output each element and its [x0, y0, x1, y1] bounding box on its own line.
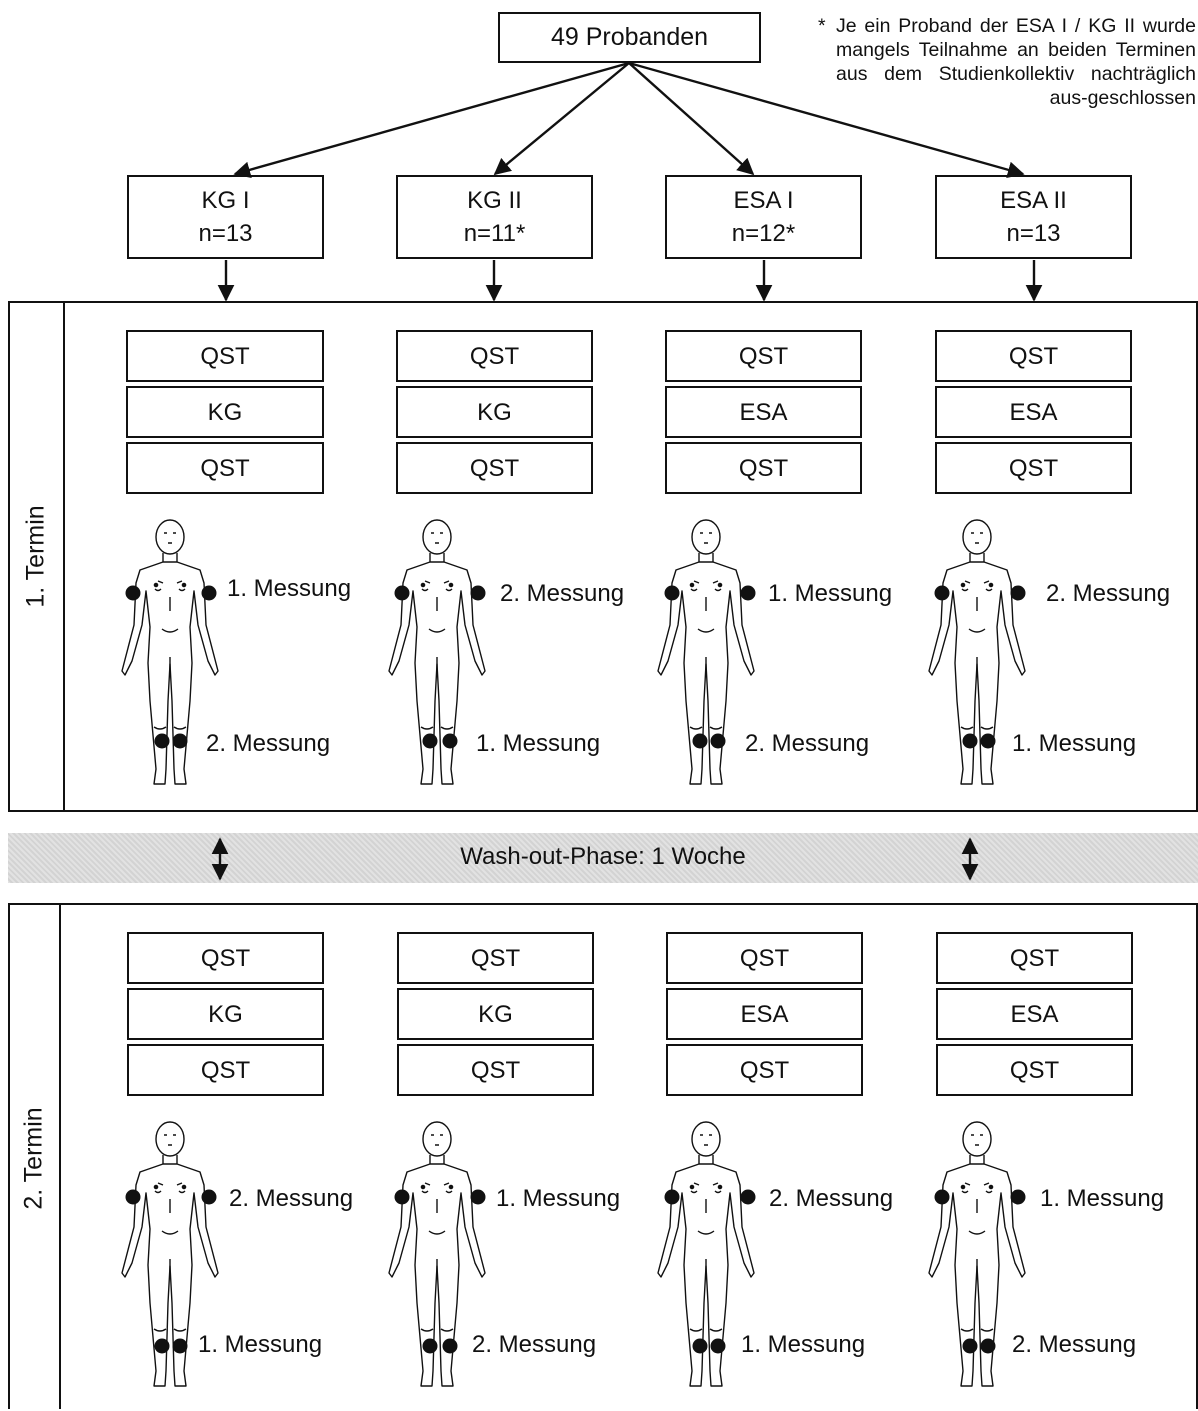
group-box-kg2: KG II n=11*	[396, 175, 593, 259]
t2-col4-step1: QST	[936, 932, 1133, 984]
t1-col3-step1: QST	[665, 330, 862, 382]
t1-col2-knee-label: 1. Messung	[476, 730, 601, 757]
t2-col2-step3: QST	[397, 1044, 594, 1096]
t2-col2-step2: KG	[397, 988, 594, 1040]
t2-col3-left-arm-point	[664, 1189, 680, 1205]
t1-col2-left-arm-point	[394, 585, 410, 601]
t1-col3-arm-label: 1. Messung	[768, 580, 893, 607]
t2-col1-arm-label: 2. Messung	[229, 1185, 354, 1212]
t1-col1-left-arm-point	[125, 585, 141, 601]
group-box-esa2: ESA II n=13	[935, 175, 1132, 259]
t1-col1-right-knee-point	[172, 733, 188, 749]
t1-col4-step1: QST	[935, 330, 1132, 382]
t1-col1-knee-label: 2. Messung	[206, 730, 331, 757]
t1-col1-step2: KG	[126, 386, 324, 438]
t1-col3-step3: QST	[665, 442, 862, 494]
t1-col1-body-figure	[121, 519, 219, 785]
t2-col2-right-arm-point	[470, 1189, 486, 1205]
group-name: KG II	[467, 187, 522, 214]
t2-col4-left-knee-point	[962, 1338, 978, 1354]
footnote-text: Je ein Proband der ESA I / KG II wurde m…	[836, 15, 1196, 109]
t1-col2-step2: KG	[396, 386, 593, 438]
t2-col4-right-knee-point	[980, 1338, 996, 1354]
group-box-kg1: KG I n=13	[127, 175, 324, 259]
t1-col2-step1: QST	[396, 330, 593, 382]
t2-col1-right-arm-point	[201, 1189, 217, 1205]
t1-col2-left-knee-point	[422, 733, 438, 749]
t2-col1-step3: QST	[127, 1044, 324, 1096]
t2-col2-knee-label: 2. Messung	[472, 1331, 597, 1358]
group-count: n=12*	[731, 220, 796, 247]
t1-col1-right-arm-point	[201, 585, 217, 601]
termin-2-panel: 2. Termin	[8, 903, 1198, 1409]
t1-col3-left-arm-point	[664, 585, 680, 601]
termin-divider	[59, 905, 61, 1409]
t2-col1-left-knee-point	[154, 1338, 170, 1354]
t1-col3-knee-label: 2. Messung	[745, 730, 870, 757]
t2-col1-right-knee-point	[172, 1338, 188, 1354]
group-count: n=13	[198, 220, 253, 247]
t2-col1-left-arm-point	[125, 1189, 141, 1205]
footnote-marker: *	[818, 15, 826, 37]
t1-col1-left-knee-point	[154, 733, 170, 749]
root-label: 49 Probanden	[550, 23, 709, 51]
t2-col4-left-arm-point	[934, 1189, 950, 1205]
t2-col4-right-arm-point	[1010, 1189, 1026, 1205]
t2-col4-arm-label: 1. Messung	[1040, 1185, 1165, 1212]
t2-col3-left-knee-point	[692, 1338, 708, 1354]
washout-label: Wash-out-Phase: 1 Woche	[460, 843, 746, 870]
t2-col1-step1: QST	[127, 932, 324, 984]
t2-col3-knee-label: 1. Messung	[741, 1331, 866, 1358]
t2-col3-step2: ESA	[666, 988, 863, 1040]
t2-col2-right-knee-point	[442, 1338, 458, 1354]
t2-col1-body-figure	[121, 1121, 219, 1387]
t2-col1-knee-label: 1. Messung	[198, 1331, 323, 1358]
t2-col4-step2: ESA	[936, 988, 1133, 1040]
t2-col2-left-knee-point	[422, 1338, 438, 1354]
group-name: ESA II	[1000, 187, 1067, 214]
group-box-esa1: ESA I n=12*	[665, 175, 862, 259]
t2-col4-step3: QST	[936, 1044, 1133, 1096]
t1-col3-left-knee-point	[692, 733, 708, 749]
t1-col4-left-knee-point	[962, 733, 978, 749]
t1-col4-arm-label: 2. Messung	[1046, 580, 1171, 607]
t2-col3-right-knee-point	[710, 1338, 726, 1354]
group-count: n=11*	[463, 220, 526, 247]
t2-col3-step1: QST	[666, 932, 863, 984]
t1-col3-right-arm-point	[740, 585, 756, 601]
t2-col2-step1: QST	[397, 932, 594, 984]
root-node: 49 Probanden	[498, 12, 761, 63]
t1-col2-right-knee-point	[442, 733, 458, 749]
t1-col4-left-arm-point	[934, 585, 950, 601]
t2-col3-arm-label: 2. Messung	[769, 1185, 894, 1212]
group-name: ESA I	[733, 187, 794, 214]
t1-col4-body-figure	[928, 519, 1026, 785]
washout-band: Wash-out-Phase: 1 Woche	[8, 833, 1198, 883]
t2-col3-step3: QST	[666, 1044, 863, 1096]
t1-col4-right-arm-point	[1010, 585, 1026, 601]
t1-col4-knee-label: 1. Messung	[1012, 730, 1137, 757]
t2-col4-knee-label: 2. Messung	[1012, 1331, 1137, 1358]
t1-col4-step2: ESA	[935, 386, 1132, 438]
t2-col1-step2: KG	[127, 988, 324, 1040]
t2-col3-right-arm-point	[740, 1189, 756, 1205]
t1-col2-body-figure	[388, 519, 486, 785]
t1-col3-right-knee-point	[710, 733, 726, 749]
t1-col2-step3: QST	[396, 442, 593, 494]
termin-divider	[63, 303, 65, 810]
t1-col1-arm-label: 1. Messung	[227, 575, 352, 602]
t2-col2-arm-label: 1. Messung	[496, 1185, 621, 1212]
t1-col4-step3: QST	[935, 442, 1132, 494]
t1-col2-arm-label: 2. Messung	[500, 580, 625, 607]
t1-col3-step2: ESA	[665, 386, 862, 438]
t1-col1-step1: QST	[126, 330, 324, 382]
t1-col2-right-arm-point	[470, 585, 486, 601]
group-name: KG I	[201, 187, 250, 214]
t2-col2-left-arm-point	[394, 1189, 410, 1205]
t1-col4-right-knee-point	[980, 733, 996, 749]
t1-col1-step3: QST	[126, 442, 324, 494]
group-count: n=13	[1006, 220, 1061, 247]
